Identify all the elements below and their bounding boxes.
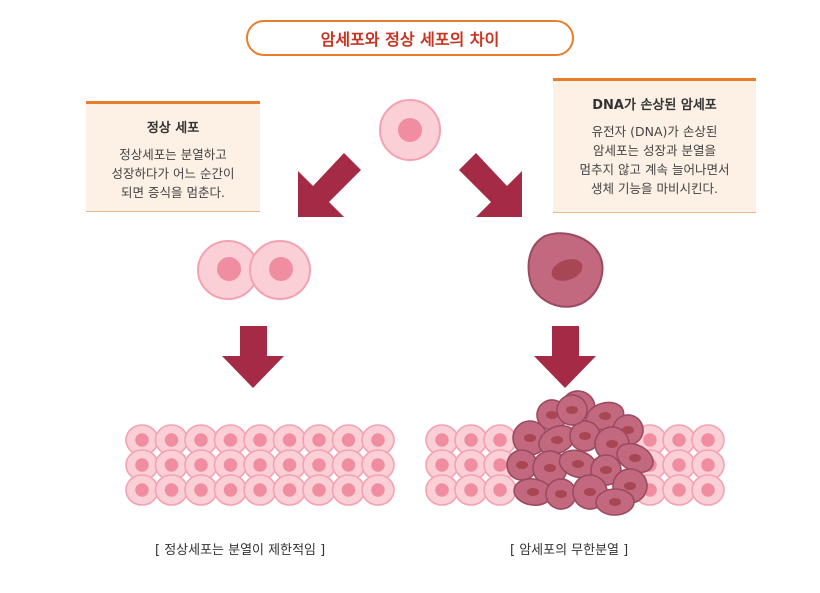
tumor-nucleus [527,488,539,496]
cell-nucleus [164,483,179,497]
cell-nucleus [464,458,478,472]
cell-nucleus [672,458,686,472]
tumor-nucleus [516,461,528,469]
arrow-to-normal [298,153,361,217]
cell-nucleus [282,433,297,447]
cancer-desc-line: 암세포는 성장과 분열을 [593,143,716,158]
cell-nucleus [643,433,657,447]
cell-nucleus [282,483,297,497]
cell-nucleus [164,433,179,447]
cell-nucleus [223,458,238,472]
cell-nucleus [135,483,149,497]
cell-nucleus [282,458,297,472]
cell-nucleus [135,433,149,447]
cell-nucleus [371,433,385,447]
tumor-nucleus [599,412,611,420]
tumor-nucleus [572,460,584,468]
tumor-nucleus [551,436,563,444]
cell-nucleus [701,458,715,472]
source-cell [379,99,441,161]
cell-nucleus [435,458,449,472]
normal-cell-info-box: 정상 세포 정상세포는 분열하고 성장하다가 어느 순간이 되면 증식을 멈춘다… [86,101,260,212]
cell-nucleus [464,483,478,497]
cancer-cell-info-box: DNA가 손상된 암세포 유전자 (DNA)가 손상된 암세포는 성장과 분열을… [553,78,756,213]
cancer-desc-line: 멈추지 않고 계속 늘어나면서 [579,162,730,177]
cell-nucleus [253,458,267,472]
cell-nucleus [164,458,179,472]
cell-nucleus [312,458,326,472]
cell-nucleus [493,458,507,472]
arrow-down-cancer [534,326,596,388]
tumor-nucleus [566,406,578,414]
tumor-nucleus [624,482,636,490]
cell-nucleus [464,433,478,447]
cancer-desc-line: 유전자 (DNA)가 손상된 [591,124,718,139]
normal-caption: [ 정상세포는 분열이 제한적임 ] [155,543,326,558]
cell-nucleus [435,483,449,497]
cell-nucleus [223,483,238,497]
tumor-nucleus [524,434,536,442]
tumor-nucleus [609,498,621,506]
cell-nucleus [701,433,715,447]
cell-nucleus [253,483,267,497]
tumor-nucleus [546,411,558,419]
dividing-normal-cells [197,240,311,300]
tumor-nucleus [629,454,641,462]
cell-nucleus [312,483,326,497]
cell-nucleus [701,483,715,497]
cell-nucleus [672,433,686,447]
tumor-cluster [506,390,654,516]
tumor-nucleus [584,488,596,496]
cell-nucleus [341,483,356,497]
normal-cell-heading: 정상 세포 [146,121,200,136]
cell-nucleus [371,483,385,497]
cancer-cell-description: 유전자 (DNA)가 손상된 암세포는 성장과 분열을 멈추지 않고 계속 늘어… [553,122,756,198]
cell-nucleus [341,433,356,447]
diagram-title: 암세포와 정상 세포의 차이 [246,20,574,56]
normal-tissue [125,424,395,506]
cell-nucleus [253,433,267,447]
normal-desc-line: 성장하다가 어느 순간이 [111,166,235,181]
normal-cell-description: 정상세포는 분열하고 성장하다가 어느 순간이 되면 증식을 멈춘다. [86,145,260,202]
tumor-nucleus [579,432,591,440]
cell-nucleus [672,483,686,497]
tumor-nucleus [544,464,556,472]
tumor-nucleus [606,440,618,448]
normal-desc-line: 정상세포는 분열하고 [119,147,227,162]
cell-nucleus [194,483,208,497]
tumor-nucleus [600,466,612,474]
arrow-to-cancer [459,153,522,217]
cancer-cell-heading: DNA가 손상된 암세포 [592,98,717,113]
tumor-nucleus [555,490,567,498]
cancer-desc-line: 생체 기능을 마비시킨다. [591,181,718,196]
cell-nucleus [223,433,238,447]
arrow-down-normal [222,326,284,388]
cell-nucleus [493,483,507,497]
cell-nucleus [194,433,208,447]
cell-nucleus [194,458,208,472]
cell-nucleus [493,433,507,447]
cell-nucleus [312,433,326,447]
cell-nucleus [135,458,149,472]
cell-nucleus [435,433,449,447]
normal-desc-line: 되면 증식을 멈춘다. [121,185,225,200]
cell-nucleus [371,458,385,472]
cell-nucleus [341,458,356,472]
cancer-cell [527,232,604,308]
cancer-caption: [ 암세포의 무한분열 ] [510,543,629,558]
